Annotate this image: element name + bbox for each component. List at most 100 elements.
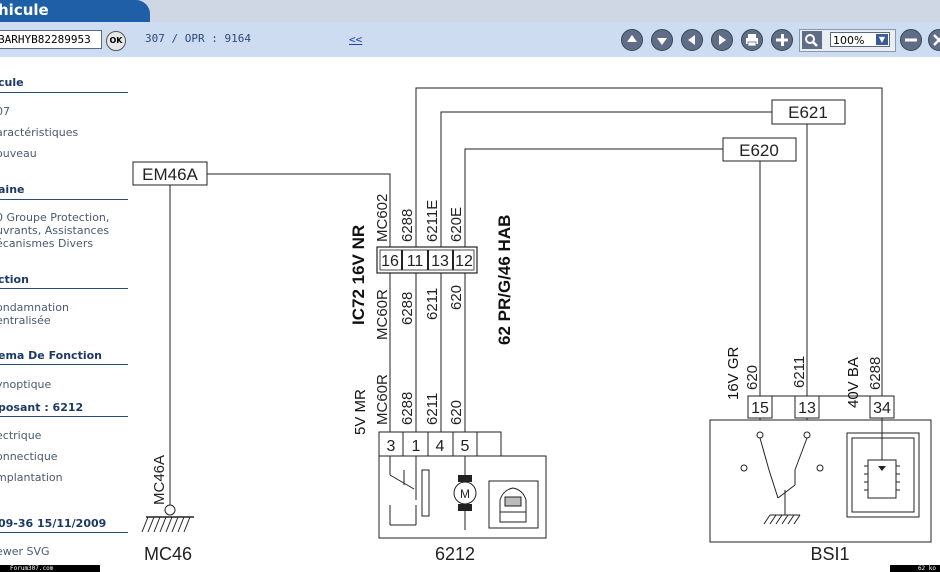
wire-label: 6288 — [399, 292, 416, 325]
divider — [0, 199, 128, 200]
sidebar: cule 07 aractéristiques ouveau aine 0 Gr… — [0, 57, 135, 565]
connector-e620: E620 — [722, 137, 797, 162]
arrow-left-icon[interactable] — [681, 29, 703, 51]
switch-symbol — [740, 431, 824, 525]
motor-icon: M — [453, 456, 477, 530]
connector-label: E621 — [788, 103, 828, 122]
divider — [0, 532, 128, 533]
sidebar-item-svg-viewer[interactable]: ewer SVG — [0, 545, 50, 558]
zoom-select[interactable]: 100% ▼ — [830, 32, 890, 47]
sidebar-item-new[interactable]: ouveau — [0, 147, 37, 160]
wires — [169, 87, 883, 508]
sidebar-item-synoptic[interactable]: ynoptique — [0, 378, 52, 391]
minus-icon[interactable] — [900, 29, 922, 51]
magnifier-icon[interactable] — [802, 31, 822, 49]
component-name: BSI1 — [810, 544, 849, 564]
harness-label: 5V MR — [352, 389, 369, 435]
divider — [0, 364, 128, 365]
sidebar-heading-date: 09-36 15/11/2009 — [0, 517, 107, 530]
sidebar-heading-component: posant : 6212 — [0, 401, 84, 414]
wire-label: MC602 — [374, 194, 391, 242]
back-link[interactable]: << — [349, 33, 363, 46]
wire-label: 620 — [744, 365, 761, 390]
switch-symbol — [389, 456, 430, 526]
wire-label: MC60R — [374, 289, 391, 340]
chip-icon — [846, 418, 920, 518]
status-left: Forum307.com — [0, 565, 100, 572]
breadcrumb: 307 / OPR : 9164 — [145, 32, 251, 45]
wire-label: 6211E — [424, 200, 441, 242]
zoom-group: 100% ▼ — [799, 29, 896, 52]
sidebar-item-group-line3[interactable]: écanismes Divers — [0, 237, 94, 250]
component-pin: 4 — [436, 438, 445, 455]
wire-label: 6288 — [399, 209, 416, 242]
sidebar-heading-schema: ema De Fonction — [0, 349, 102, 362]
motor-symbol: M — [460, 487, 470, 501]
ground-wire-label: MC46A — [151, 455, 168, 505]
sidebar-heading-domain: aine — [0, 183, 25, 196]
chevron-down-icon[interactable]: ▼ — [876, 34, 888, 45]
bsi-pin: 34 — [873, 400, 891, 417]
status-bar: Forum307.com 62 ko — [0, 565, 940, 572]
arrow-down-icon[interactable] — [651, 29, 673, 51]
bsi-pin: 13 — [798, 400, 816, 417]
sidebar-item-group-line1[interactable]: 0 Groupe Protection, — [0, 211, 110, 224]
status-right: 62 ko — [890, 565, 940, 572]
component-pin: 3 — [387, 438, 396, 455]
wire-label: 6211 — [424, 288, 441, 320]
title-tab: hicule — [0, 0, 150, 22]
connector-label: EM46A — [142, 165, 198, 184]
divider — [0, 288, 128, 289]
sidebar-item-model[interactable]: 07 — [0, 105, 10, 118]
junction-block: 16 11 13 12 — [376, 246, 478, 274]
connector-e621: E621 — [771, 99, 846, 125]
component-bsi1: 15 13 34 — [709, 395, 932, 543]
car-door-icon — [488, 480, 539, 529]
wire-label: 6288 — [867, 357, 884, 390]
sidebar-item-locking-line2[interactable]: entralisée — [0, 314, 51, 327]
junction-pin: 11 — [407, 253, 424, 270]
component-name: 6212 — [435, 544, 475, 564]
harness-label: 40V BA — [845, 357, 862, 408]
wire-label: 6211 — [791, 356, 808, 388]
zoom-value: 100% — [833, 34, 865, 47]
top-band — [0, 0, 940, 22]
harness-label: IC72 16V NR — [349, 225, 368, 325]
ground-mc46: MC46A — [141, 455, 194, 533]
wire-labels: MC602 6288 6211E 620E MC60R 6288 6211 62… — [374, 194, 884, 425]
component-pin: 1 — [412, 438, 421, 455]
component-6212: 3 1 4 5 M — [378, 431, 547, 539]
connector-em46a: EM46A — [132, 161, 208, 186]
vin-input[interactable] — [0, 30, 102, 49]
junction-pin: 16 — [381, 253, 399, 270]
junction-pin: 12 — [455, 253, 473, 270]
arrow-up-icon[interactable] — [621, 29, 643, 51]
close-icon[interactable] — [928, 29, 940, 51]
sidebar-heading-vehicle: cule — [0, 76, 24, 89]
wire-label: 620E — [448, 207, 465, 242]
harness-label: 16V GR — [725, 346, 742, 400]
sidebar-item-location[interactable]: mplantation — [0, 471, 63, 484]
divider — [0, 416, 128, 417]
sidebar-item-electrical[interactable]: ectrique — [0, 429, 42, 442]
print-icon[interactable] — [741, 29, 763, 51]
junction-pin: 13 — [431, 253, 449, 270]
wiring-diagram: EM46A E620 E621 MC602 6288 6211E 620E MC… — [132, 87, 932, 564]
ok-button[interactable]: OK — [106, 31, 126, 51]
wire-label: MC60R — [374, 374, 391, 425]
component-name: MC46 — [144, 544, 192, 564]
sidebar-item-connectors[interactable]: onnectique — [0, 450, 58, 463]
bsi-pin: 15 — [751, 400, 769, 417]
sidebar-item-group-line2[interactable]: uvrants, Assistances — [0, 224, 110, 237]
arrow-right-icon[interactable] — [711, 29, 733, 51]
wire-label: 620 — [448, 285, 465, 310]
wire-label: 620 — [448, 400, 465, 425]
sidebar-item-features[interactable]: aractéristiques — [0, 126, 79, 139]
component-names: MC46 6212 BSI1 — [144, 544, 850, 564]
component-pin: 5 — [461, 438, 470, 455]
harness-labels: IC72 16V NR 62 PR/G/46 HAB 5V MR 16V GR … — [349, 215, 862, 435]
harness-label: 62 PR/G/46 HAB — [495, 215, 514, 345]
connector-label: E620 — [739, 141, 779, 160]
sidebar-item-locking-line1[interactable]: ondamnation — [0, 301, 69, 314]
plus-icon[interactable] — [771, 29, 793, 51]
